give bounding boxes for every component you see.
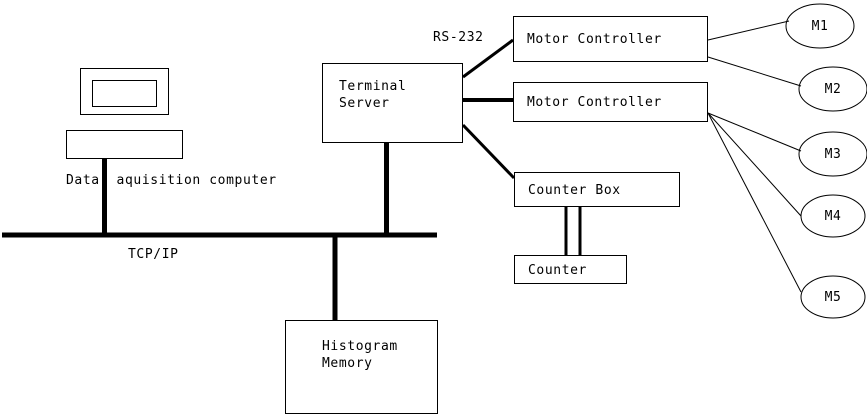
link-motor-controller-1-to-m1 <box>707 20 790 41</box>
counter-box[interactable]: Counter Box <box>514 172 680 207</box>
terminal-server-box[interactable]: Terminal Server <box>322 63 463 143</box>
motor-ellipse-m1[interactable] <box>785 3 855 49</box>
monitor-outer-case[interactable] <box>80 68 169 115</box>
counter-label: Counter <box>528 263 587 278</box>
link-label-rs232: RS-232 <box>433 30 484 45</box>
counter-box-readout[interactable]: Counter <box>514 255 627 284</box>
link-motor-controller-1-to-m2 <box>707 56 802 87</box>
link-terminal-server-to-counter-box <box>461 123 516 180</box>
bus-label-tcpip: TCP/IP <box>128 247 179 262</box>
motor-controller-2-box[interactable]: Motor Controller <box>513 82 708 122</box>
terminal-server-label-line2: Server <box>339 96 390 111</box>
motor-label-m4: M4 <box>824 209 842 224</box>
motor-label-m5: M5 <box>824 290 842 305</box>
link-motor-controller-2-to-m4 <box>707 112 802 217</box>
motor-label-m3: M3 <box>824 147 842 162</box>
motor-ellipse-m5[interactable] <box>800 275 866 319</box>
link-motor-controller-2-to-m5 <box>707 112 802 293</box>
computer-base-unit[interactable] <box>66 130 183 159</box>
terminal-server-label-line1: Terminal <box>339 79 407 94</box>
motor-controller-1-label: Motor Controller <box>527 32 662 47</box>
motor-ellipse-m4[interactable] <box>800 194 866 238</box>
counter-box-label: Counter Box <box>528 183 621 198</box>
motor-label-m2: M2 <box>824 82 842 97</box>
motor-controller-2-label: Motor Controller <box>527 95 662 110</box>
motor-label-m1: M1 <box>811 19 829 34</box>
histogram-memory-label-line1: Histogram <box>322 339 398 354</box>
motor-controller-1-box[interactable]: Motor Controller <box>513 16 708 62</box>
motor-ellipse-m3[interactable] <box>798 131 867 177</box>
link-terminal-server-to-motor-controller-1 <box>462 38 514 79</box>
motor-ellipse-m2[interactable] <box>798 66 867 112</box>
histogram-memory-label-line2: Memory <box>322 356 373 371</box>
histogram-memory-box[interactable]: Histogram Memory <box>285 320 438 414</box>
link-motor-controller-2-to-m3 <box>707 112 802 152</box>
data-acquisition-computer-caption: Data aquisition computer <box>66 173 277 188</box>
monitor-screen <box>92 80 157 107</box>
